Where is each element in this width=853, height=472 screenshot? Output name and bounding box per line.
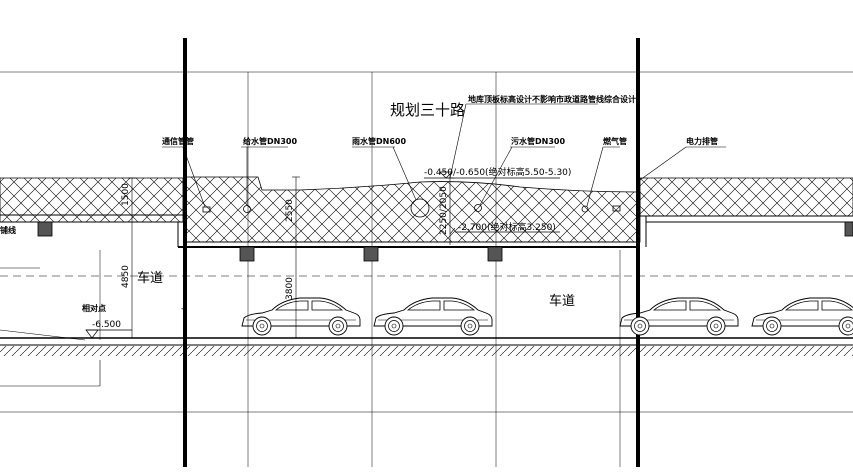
dim-cover-center: 2550 xyxy=(285,199,295,222)
power-duct-label: 电力排管 xyxy=(686,136,718,146)
design-note: 地库顶板标高设计不影响市政道路管线综合设计 xyxy=(468,94,636,104)
dim-cover-center-lower: 2250/2050 xyxy=(439,186,449,235)
leader-lines xyxy=(162,103,726,208)
sewage-pipe-icon xyxy=(474,204,482,212)
dim-cover-left: 1500 xyxy=(121,183,131,206)
rain-pipe-icon xyxy=(410,198,430,218)
rain-pipe-label: 雨水管DN600 xyxy=(352,136,406,146)
top-elevation-marker-icon xyxy=(439,171,453,179)
soil-cover xyxy=(0,176,853,243)
pipes xyxy=(202,198,621,218)
dash-mark: - xyxy=(181,304,184,314)
water-supply-pipe-icon xyxy=(243,205,251,213)
structure xyxy=(0,214,853,356)
sewage-pipe-label: 污水管DN300 xyxy=(511,136,565,146)
base-elevation-marker-icon xyxy=(85,329,99,339)
power-duct-icon xyxy=(612,205,621,212)
elevation-markers xyxy=(85,171,560,339)
dimension-lines xyxy=(0,175,456,387)
dim-clear-height-left: 4850 xyxy=(121,265,131,288)
base-elevation-caption: 相对点 xyxy=(82,303,106,313)
lane-label-right: 车道 xyxy=(549,293,575,309)
car-1 xyxy=(241,297,361,336)
car-2 xyxy=(373,297,493,336)
grid-lines xyxy=(0,71,853,467)
telecom-pipe-icon xyxy=(202,206,211,213)
lane-label-left: 车道 xyxy=(137,270,163,286)
cars xyxy=(241,297,853,336)
left-edge-label: 铺线 xyxy=(0,225,16,235)
gas-pipe-icon xyxy=(581,205,589,213)
telecom-pipe-label: 通信管管 xyxy=(162,136,194,146)
car-4 xyxy=(751,297,853,336)
gas-pipe-label: 燃气管 xyxy=(603,136,627,146)
top-elevation-label: -0.450/-0.650(绝对标高5.50-5.30) xyxy=(424,166,571,178)
dim-clear-height-center: 3800 xyxy=(285,277,295,300)
base-elevation-value: -6.500 xyxy=(92,320,121,330)
retaining-walls xyxy=(183,38,640,467)
road-name: 规划三十路 xyxy=(390,101,465,119)
water-supply-pipe-label: 给水管DN300 xyxy=(243,136,297,146)
slab-elevation-label: -2.700(绝对标高3.250) xyxy=(458,221,556,233)
